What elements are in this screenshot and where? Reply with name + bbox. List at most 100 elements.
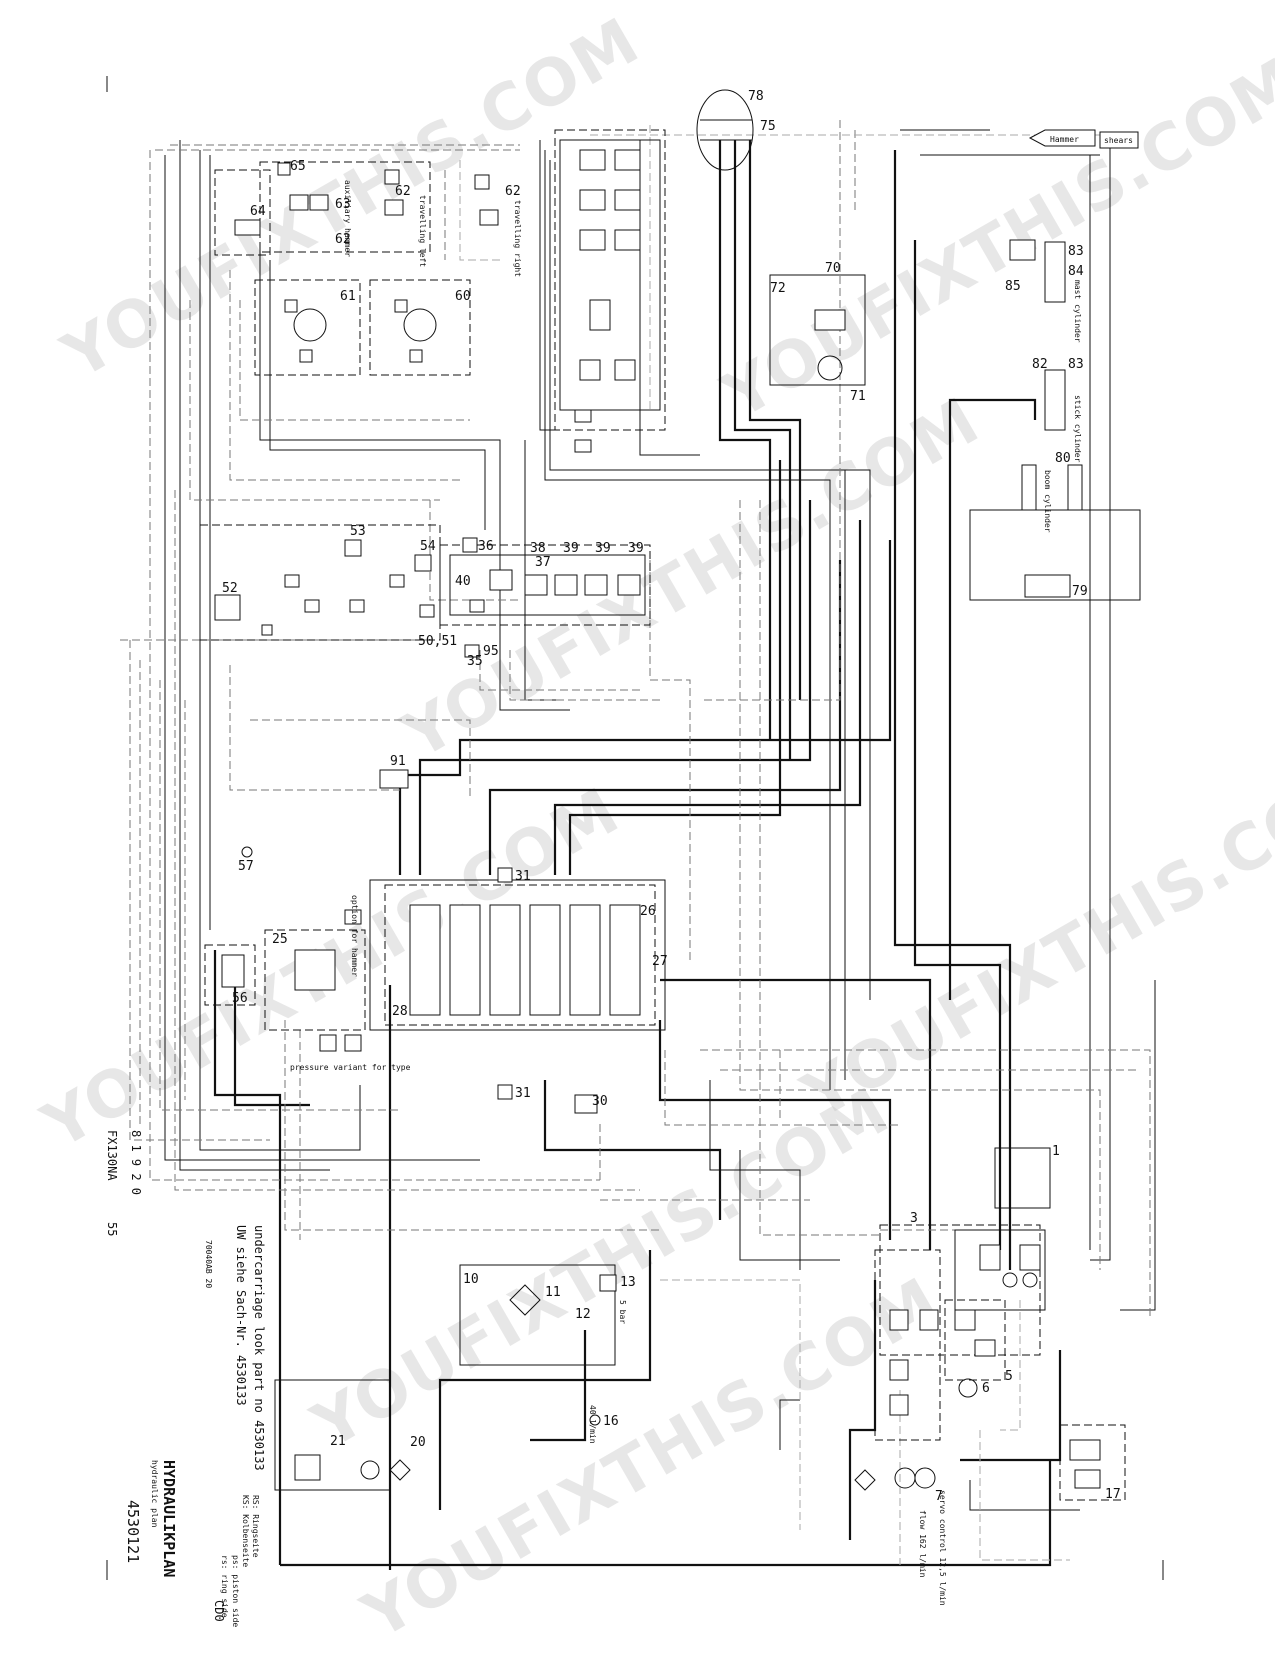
pump-control-inner — [954, 1229, 1046, 1311]
sensor-65 — [277, 162, 291, 176]
boom-cylinder-left — [1021, 464, 1037, 511]
component-number-62: 62 — [335, 232, 351, 247]
components-layer — [214, 89, 1139, 1491]
joystick-block-frame — [554, 129, 666, 431]
component-number-30: 30 — [592, 1094, 608, 1109]
component-number-62: 62 — [505, 184, 521, 199]
component-number-70: 70 — [825, 261, 841, 276]
pump-6 — [958, 1378, 978, 1398]
stick-cylinder-82 — [1044, 369, 1066, 431]
component-number-38: 38 — [530, 541, 546, 556]
watermark-layer: YOUFIXTHIS.COM YOUFIXTHIS.COM YOUFIXTHIS… — [30, 4, 1275, 1654]
filter-11 — [509, 1284, 541, 1316]
sheet-code: CD0 — [212, 1600, 226, 1622]
block-52-frame — [199, 524, 441, 641]
component-number-64: 64 — [250, 204, 266, 219]
pump-20 — [360, 1460, 380, 1480]
component-number-83: 83 — [1068, 357, 1084, 372]
valve-30 — [574, 1094, 598, 1114]
valve-31-lower — [497, 1084, 513, 1100]
travelling-right-label: travelling right — [513, 200, 522, 277]
filter-20 — [389, 1459, 411, 1481]
sensor-16 — [589, 1414, 601, 1426]
component-number-85: 85 — [1005, 279, 1021, 294]
component-number-10: 10 — [463, 1272, 479, 1287]
valve-block-37-outer — [439, 544, 651, 626]
five-bar-label: 5 bar — [618, 1300, 627, 1324]
component-number-35: 35 — [467, 654, 483, 669]
component-number-75: 75 — [760, 119, 776, 134]
component-number-1: 1 — [1052, 1144, 1060, 1159]
valve-block-37-frame — [449, 554, 646, 616]
title-block: 8 1 9 2 0 FX130NA 55 UW siehe Sach-Nr. 4… — [105, 1130, 266, 1627]
hammer-tag — [1028, 129, 1096, 147]
slewing-70-frame — [769, 274, 866, 386]
tank-21-frame — [274, 1379, 391, 1491]
sheet-corner-marks — [106, 76, 1164, 1580]
main-control-inner — [384, 884, 656, 1026]
ref-code: 70040AB 20 — [204, 1240, 213, 1288]
component-number-54: 54 — [420, 539, 436, 554]
component-number-95: 95 — [483, 644, 499, 659]
component-number-84: 84 — [1068, 264, 1084, 279]
component-number-28: 28 — [392, 1004, 408, 1019]
slewing-motor-71 — [817, 355, 843, 381]
component-number-5: 5 — [1005, 1369, 1013, 1384]
valve-79 — [1024, 574, 1071, 598]
valve-53 — [344, 539, 362, 557]
component-number-20: 20 — [410, 1435, 426, 1450]
component-number-17: 17 — [1105, 1487, 1121, 1502]
legend-line-3: ps: piston side — [231, 1555, 240, 1627]
valve-56-frame — [204, 944, 256, 1006]
component-number-52: 52 — [222, 581, 238, 596]
valve-64 — [234, 219, 261, 236]
stick-cylinder-label: stick cylinder — [1073, 395, 1082, 463]
component-number-31: 31 — [515, 869, 531, 884]
travel-motor-61 — [293, 308, 327, 342]
note-en: undercarriage look part no 4530133 — [252, 1225, 266, 1471]
component-number-56: 56 — [232, 991, 248, 1006]
component-number-27: 27 — [652, 954, 668, 969]
engine-1-frame — [994, 1147, 1051, 1209]
slewing-brake-70 — [814, 309, 846, 331]
component-number-16: 16 — [603, 1414, 619, 1429]
motor-61-frame — [254, 279, 361, 376]
joystick-inner-frame — [559, 139, 661, 411]
component-numbers: 1 3 5 6 7 10 11 12 13 16 17 20 21 25 26 … — [222, 89, 1121, 1504]
component-number-3: 3 — [910, 1211, 918, 1226]
legend-line-4: rs: ring side — [220, 1555, 229, 1618]
component-number-63: 63 — [335, 197, 351, 212]
component-number-26: 26 — [640, 904, 656, 919]
drawing-subtitle: hydraulic plan — [150, 1460, 159, 1528]
assembly-frames — [199, 129, 1141, 1501]
drawing-number: 4530121 — [124, 1500, 142, 1563]
shears-label: shears — [1104, 136, 1133, 145]
component-number-6: 6 — [982, 1381, 990, 1396]
valve-25-frame — [264, 929, 366, 1031]
component-number-40: 40 — [455, 574, 471, 589]
code-55: 55 — [105, 1222, 119, 1236]
valve-17-frame — [1059, 1424, 1126, 1501]
valve-31-upper — [497, 867, 513, 883]
check-57 — [241, 846, 253, 858]
component-number-21: 21 — [330, 1434, 346, 1449]
component-number-71: 71 — [850, 389, 866, 404]
model-number: FX130NA — [105, 1130, 119, 1181]
boom-cylinder-label: boom cylinder — [1043, 470, 1052, 533]
component-number-61: 61 — [340, 289, 356, 304]
component-number-91: 91 — [390, 754, 406, 769]
component-number-83: 83 — [1068, 244, 1084, 259]
pump-control-frame — [879, 1224, 1041, 1356]
component-number-79: 79 — [1072, 584, 1088, 599]
component-number-50-51: 50,51 — [418, 634, 457, 649]
motor-60-frame — [369, 279, 471, 376]
valve-25 — [294, 949, 336, 991]
valve-64-frame — [214, 169, 271, 256]
main-control-valve — [369, 879, 666, 1031]
valve-52 — [214, 594, 241, 621]
component-number-57: 57 — [238, 859, 254, 874]
travelling-left-label: travelling left — [418, 195, 427, 267]
watermark-text: YOUFIXTHIS.COM — [710, 44, 1275, 434]
watermark-text: YOUFIXTHIS.COM — [790, 744, 1275, 1134]
